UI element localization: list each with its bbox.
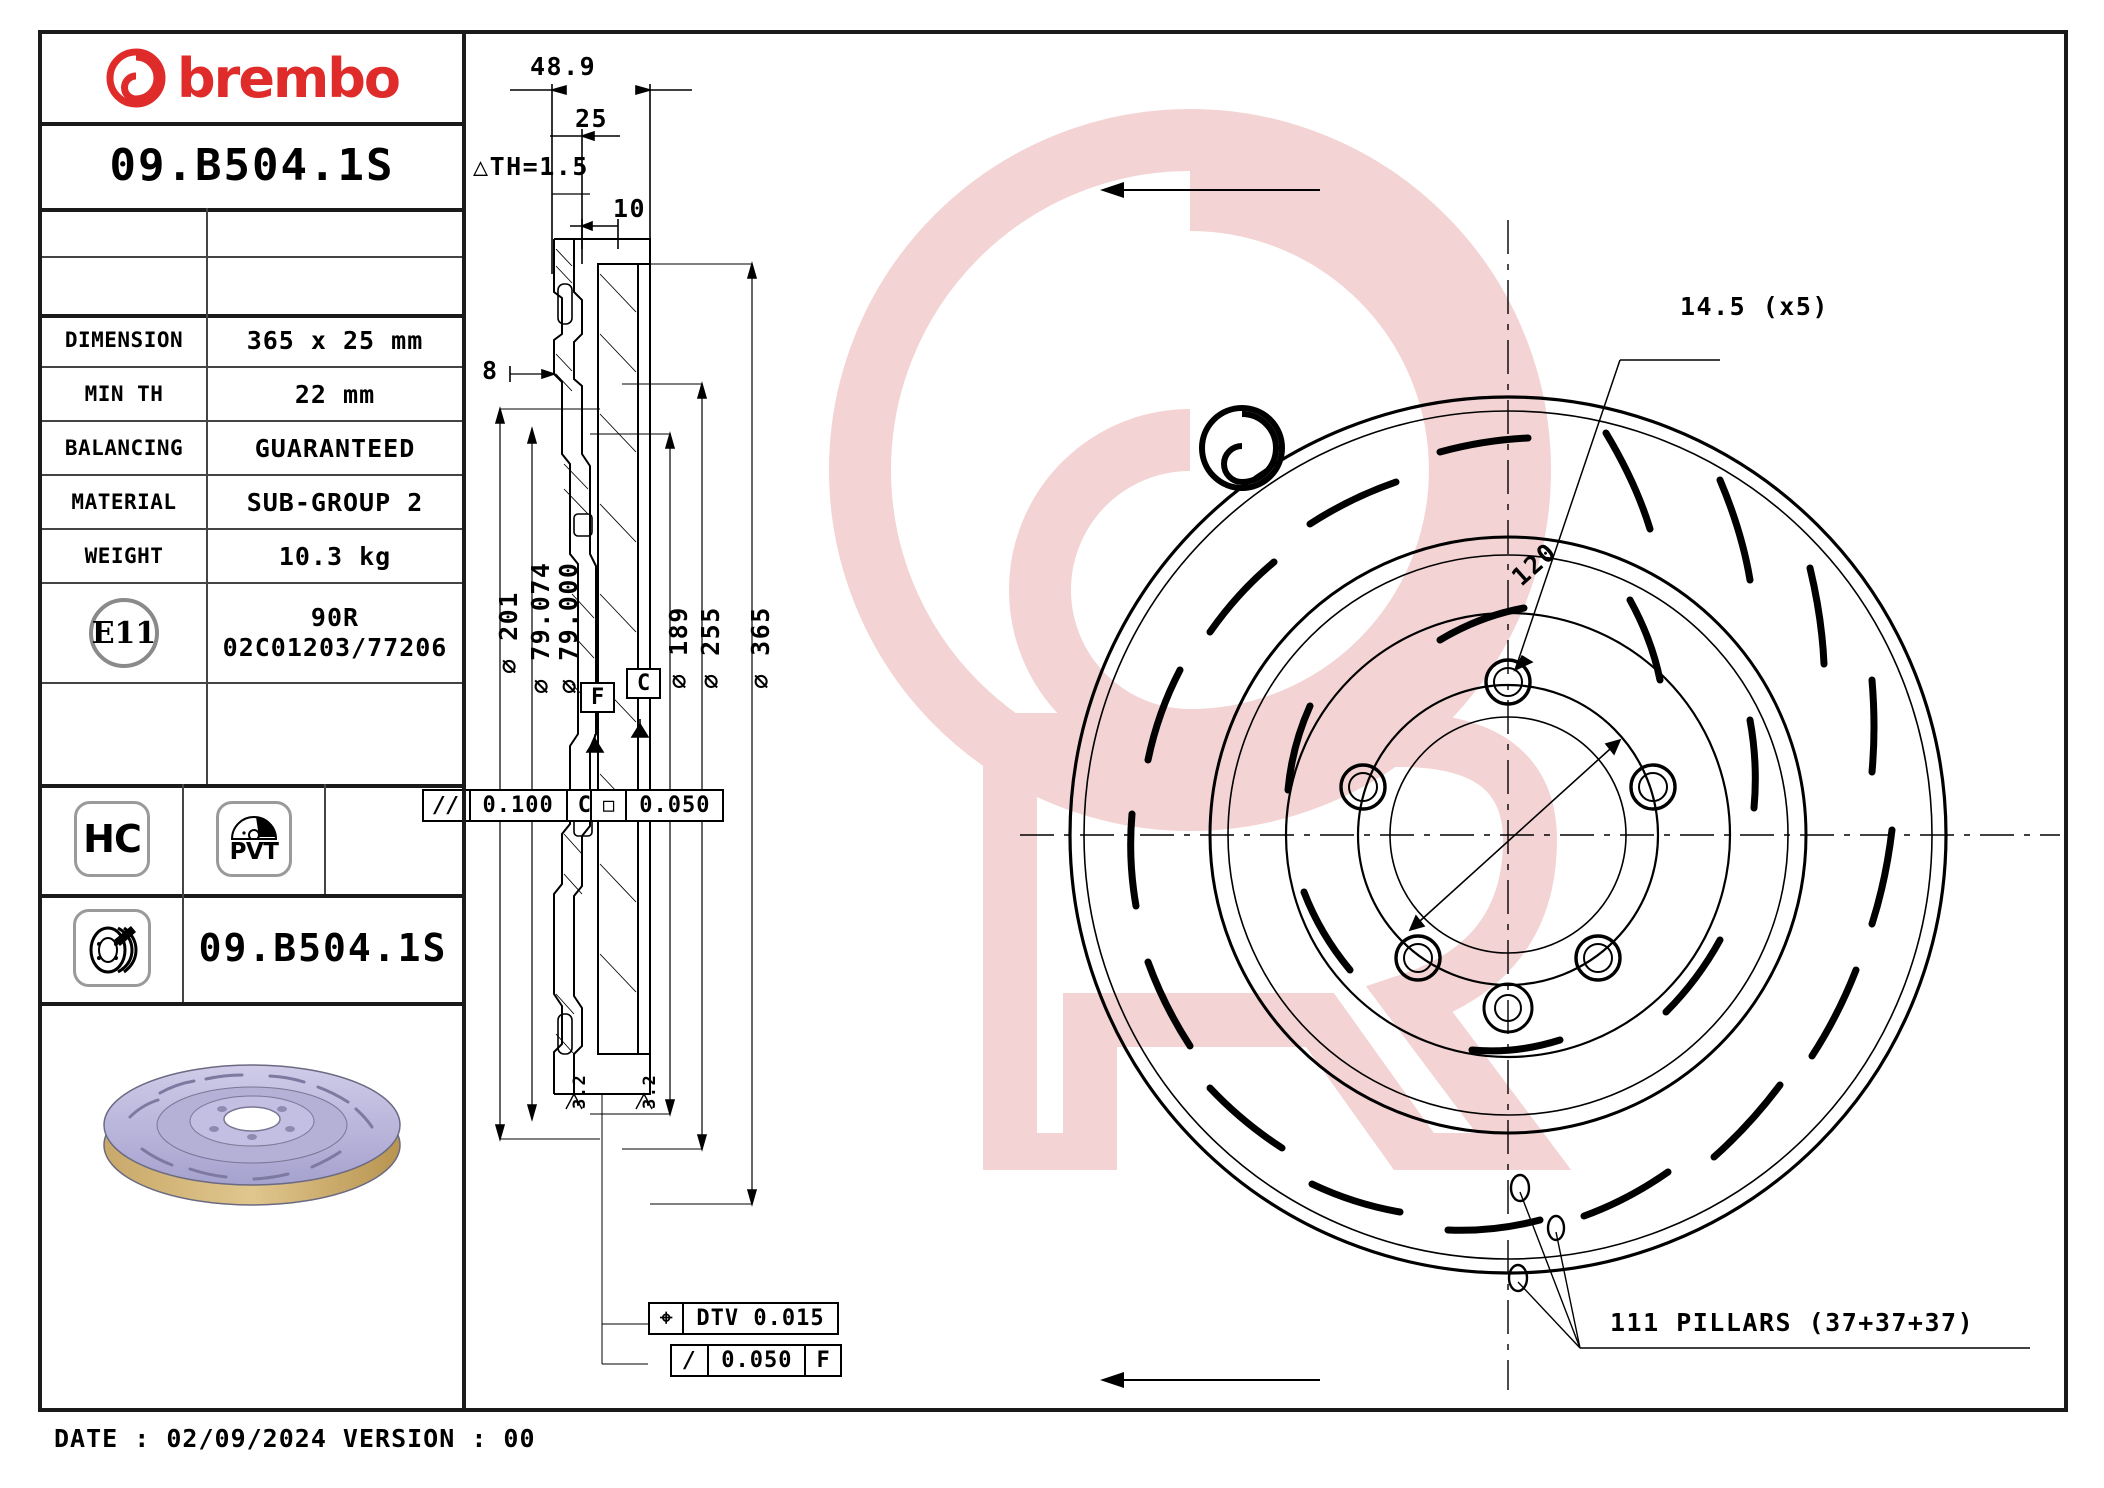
gdt-symbol-dtv: ⌖ <box>650 1304 685 1333</box>
gdt-dtv-frame: ⌖ DTV 0.015 <box>648 1302 839 1335</box>
hc-badge: HC <box>74 801 150 877</box>
footer-date: DATE : 02/09/2024 VERSION : 00 <box>54 1424 536 1453</box>
row-value: 365 x 25 mm <box>246 325 424 355</box>
roughness-right: 3.2 <box>640 1073 660 1109</box>
table-row-balancing: BALANCING GUARANTEED <box>42 422 462 476</box>
hc-label: HC <box>83 817 142 861</box>
homologation-value: 90R 02C01203/77206 <box>208 584 462 682</box>
part-number-bottom: 09.B504.1S <box>198 926 448 970</box>
pvt-badge: PVT <box>216 801 292 877</box>
part-number-top: 09.B504.1S <box>109 139 395 191</box>
gdt-tolerance: 0.050 <box>709 1346 807 1375</box>
cross-section-view: 48.9 25 △TH=1.5 10 8 ⌀ 201 ⌀ 79.074 ⌀ 79… <box>422 34 990 1408</box>
disc-icon-cell <box>42 894 184 1002</box>
table-row-material: MATERIAL SUB-GROUP 2 <box>42 476 462 530</box>
row-label: MATERIAL <box>42 476 208 528</box>
dim-dia-201: ⌀ 201 <box>494 591 523 674</box>
row-value: 10.3 kg <box>278 541 392 571</box>
gdt-symbol-runout: / <box>672 1346 710 1375</box>
pvt-badge-cell: PVT <box>184 784 326 894</box>
gdt-symbol-parallel: // <box>424 791 471 820</box>
badges-empty-cell <box>326 784 462 894</box>
dim-dia-365: ⌀ 365 <box>746 606 775 689</box>
gdt-datum: C <box>577 793 591 818</box>
dim-dia-79000: ⌀ 79.000 <box>554 561 583 694</box>
datum-f-box: F <box>580 682 616 713</box>
row-value: 22 mm <box>294 379 376 409</box>
pvt-disc-icon <box>230 816 278 840</box>
e11-mark-icon: E11 <box>89 598 159 668</box>
homologation-line1: 90R <box>310 602 360 632</box>
dim-dia-189: ⌀ 189 <box>664 606 693 689</box>
homologation-line2: 02C01203/77206 <box>222 633 448 662</box>
blank-row-3 <box>42 684 462 788</box>
blank-row-2 <box>42 256 462 318</box>
gdt-parallelism-frame: // 0.100 C <box>422 789 603 822</box>
row-value: SUB-GROUP 2 <box>246 487 424 517</box>
dim-bolt-hole: 14.5 (x5) <box>1680 292 1829 321</box>
gdt-tolerance: 0.100 <box>471 791 568 820</box>
dim-hat-depth: 25 <box>575 104 609 133</box>
brembo-mark-icon <box>106 48 166 108</box>
gdt-runout-frame: / 0.050 F <box>670 1344 842 1377</box>
gdt-tolerance: 0.050 <box>639 793 711 818</box>
table-row-dimension: DIMENSION 365 x 25 mm <box>42 314 462 368</box>
datum-c-box: C <box>626 668 662 699</box>
row-label: WEIGHT <box>42 530 208 582</box>
table-row-part-number: 09.B504.1S <box>42 894 462 1006</box>
brembo-logo: brembo <box>42 34 462 126</box>
brake-disc-icon <box>73 909 151 987</box>
brembo-wordmark: brembo <box>177 46 401 110</box>
info-table: brembo 09.B504.1S DIMENSION 365 x 25 mm … <box>42 34 466 1408</box>
product-photo <box>42 1002 462 1252</box>
table-row-badges: HC PVT <box>42 784 462 898</box>
row-value: GUARANTEED <box>254 433 416 463</box>
dim-hub-face: 8 <box>482 356 499 385</box>
table-row-weight: WEIGHT 10.3 kg <box>42 530 462 584</box>
part-number-header: 09.B504.1S <box>42 122 462 212</box>
row-label: MIN TH <box>42 368 208 420</box>
gdt-symbol-flatness: ◻ <box>592 791 628 820</box>
dim-overall-width: 48.9 <box>530 52 597 81</box>
drawing-frame <box>38 30 2068 1412</box>
dim-th-tolerance: △TH=1.5 <box>473 152 589 181</box>
gdt-tolerance: DTV 0.015 <box>696 1306 825 1331</box>
label-pillars: 111 PILLARS (37+37+37) <box>1610 1308 1975 1337</box>
dim-dia-255: ⌀ 255 <box>696 606 725 689</box>
row-label: DIMENSION <box>42 314 208 366</box>
row-label: BALANCING <box>42 422 208 474</box>
table-row-homologation: E11 90R 02C01203/77206 <box>42 584 462 684</box>
gdt-flatness-frame: ◻ 0.050 <box>590 789 725 822</box>
table-row-min-th: MIN TH 22 mm <box>42 368 462 422</box>
roughness-left: 3.2 <box>570 1073 590 1109</box>
hc-badge-cell: HC <box>42 784 184 894</box>
dim-dia-79074: ⌀ 79.074 <box>526 561 555 694</box>
e11-cell: E11 <box>42 584 208 682</box>
gdt-datum: F <box>816 1348 830 1373</box>
blank-row-1 <box>42 208 462 258</box>
disc-face-view: 14.5 (x5) 120 111 PILLARS (37+37+37) <box>1020 180 2060 1410</box>
dim-hat-thickness: 10 <box>613 194 647 223</box>
pvt-label: PVT <box>229 839 279 865</box>
